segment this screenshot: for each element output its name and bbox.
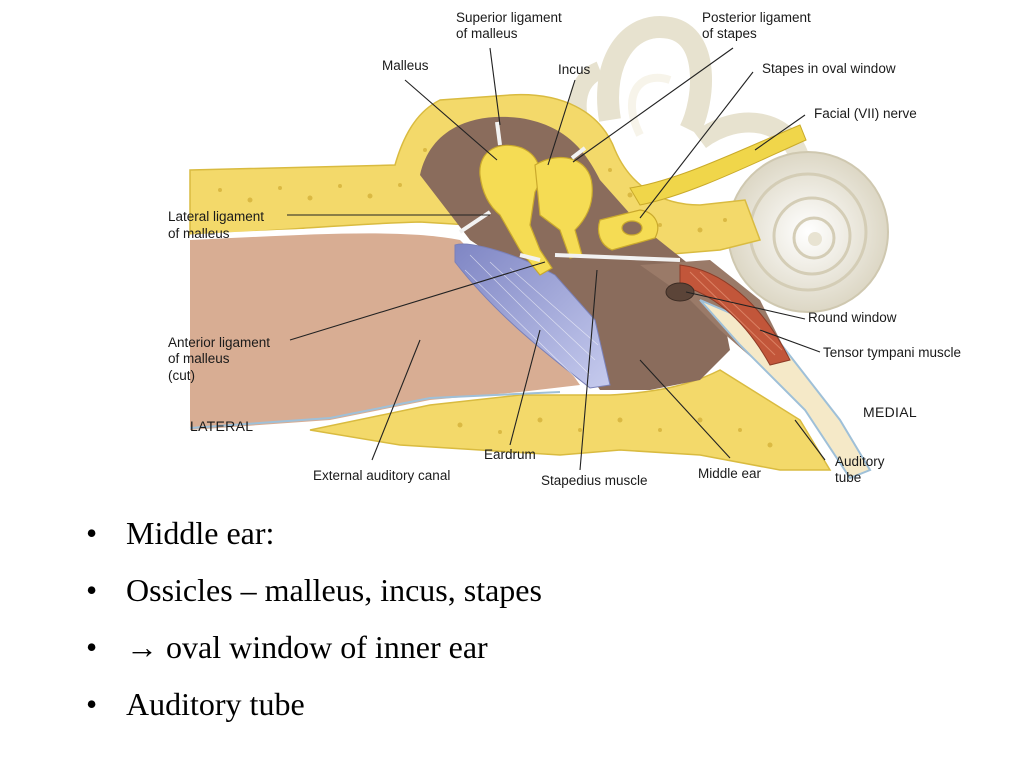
label-lateral-ligament-2: of malleus <box>168 226 230 241</box>
label-auditory-tube: Auditory <box>835 454 885 469</box>
label-incus: Incus <box>558 62 591 77</box>
label-posterior-ligament-2: of stapes <box>702 26 757 41</box>
label-superior-ligament-2: of malleus <box>456 26 518 41</box>
label-stapes-oval-window: Stapes in oval window <box>762 61 896 76</box>
bullet-dot: • <box>86 686 98 722</box>
incus <box>534 157 593 259</box>
bullet-item: • Ossicles – malleus, incus, stapes <box>86 564 542 621</box>
label-anterior-ligament: Anterior ligament <box>168 335 270 350</box>
label-tensor-tympani: Tensor tympani muscle <box>823 345 961 360</box>
bullet-text: Middle ear: <box>126 515 275 551</box>
bullet-dot: • <box>86 515 98 551</box>
label-round-window: Round window <box>808 310 897 325</box>
bullet-item: • Auditory tube <box>86 678 542 735</box>
ossicles <box>479 144 659 276</box>
bullet-item: • → oval window of inner ear <box>86 621 542 678</box>
bullet-text: oval window of inner ear <box>166 629 488 665</box>
bullet-dot: • <box>86 572 98 608</box>
label-anterior-ligament-3: (cut) <box>168 368 195 383</box>
round-window <box>665 282 695 302</box>
bullet-item: • Middle ear: <box>86 507 542 564</box>
middle-ear-diagram: Superior ligament of malleus Posterior l… <box>168 10 961 488</box>
eardrum-striations <box>464 254 599 383</box>
diagram-labels: Superior ligament of malleus Posterior l… <box>168 10 961 488</box>
label-facial-nerve: Facial (VII) nerve <box>814 106 917 121</box>
label-medial: MEDIAL <box>863 404 917 420</box>
cochlea <box>727 151 889 313</box>
label-anterior-ligament-2: of malleus <box>168 351 230 366</box>
label-lateral: LATERAL <box>190 418 253 434</box>
label-middle-ear: Middle ear <box>698 466 762 481</box>
label-posterior-ligament: Posterior ligament <box>702 10 811 25</box>
label-lateral-ligament: Lateral ligament <box>168 209 264 224</box>
label-external-canal: External auditory canal <box>313 468 450 483</box>
bullet-list: • Middle ear: • Ossicles – malleus, incu… <box>86 507 542 735</box>
label-malleus: Malleus <box>382 58 429 73</box>
bone-texture-lower <box>457 417 773 448</box>
eardrum <box>454 243 611 389</box>
label-stapedius: Stapedius muscle <box>541 473 648 488</box>
arrow-icon: → <box>126 629 158 665</box>
bullet-text: Ossicles – malleus, incus, stapes <box>126 572 542 608</box>
label-auditory-tube-2: tube <box>835 470 861 485</box>
label-eardrum: Eardrum <box>484 447 536 462</box>
leader-lines <box>287 47 826 471</box>
bullet-text: Auditory tube <box>126 686 305 722</box>
label-superior-ligament: Superior ligament <box>456 10 562 25</box>
bullet-dot: • <box>86 629 98 665</box>
